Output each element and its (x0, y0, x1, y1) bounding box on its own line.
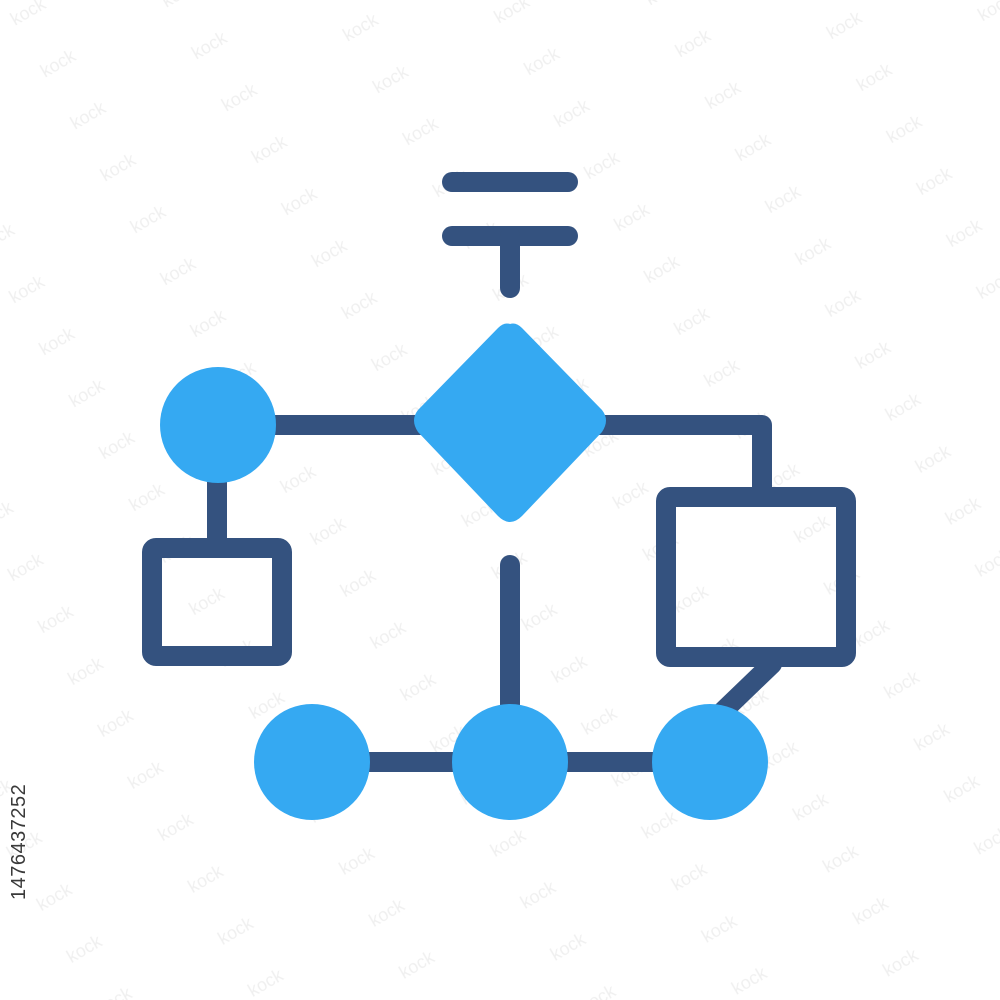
stock-id-watermark: 1476437252 (8, 783, 30, 900)
connector-diamond-rightbox (590, 415, 772, 502)
left-process-box (142, 538, 292, 666)
start-circle (160, 367, 276, 483)
bottom-circle-left (254, 704, 370, 820)
bottom-circle-middle (452, 704, 568, 820)
decision-diamond (414, 323, 606, 522)
bottom-circle-right (652, 704, 768, 820)
right-process-box (656, 487, 856, 667)
